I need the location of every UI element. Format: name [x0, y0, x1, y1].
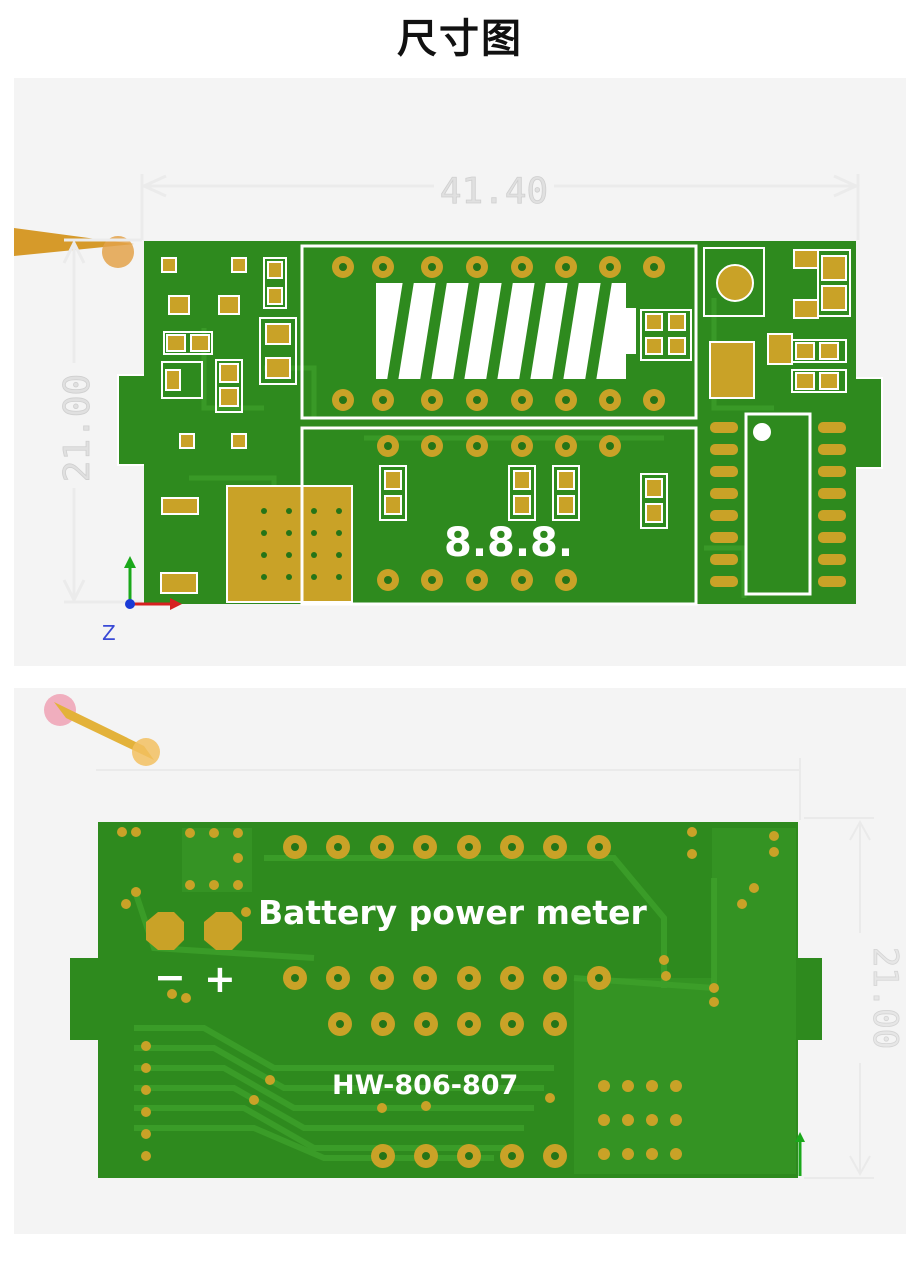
minus-sign: −: [154, 955, 186, 999]
positive-pad: [204, 912, 242, 950]
pcb-bottom: − + Battery power meter HW-806-807: [70, 822, 822, 1178]
top-view-panel: 8.8.8. 41.40 21.00 Z: [14, 78, 906, 666]
top-view-svg: 8.8.8. 41.40 21.00 Z: [14, 171, 883, 645]
axis-triad-icon: [795, 1132, 805, 1176]
bottom-view-panel: 21.00: [14, 688, 906, 1234]
model-number: HW-806-807: [332, 1070, 518, 1101]
page-title: 尺寸图: [397, 16, 523, 62]
height-dimension-label: 21.00: [865, 947, 905, 1049]
display-silk-text: 8.8.8.: [444, 520, 573, 566]
axis-z-label: Z: [102, 621, 116, 645]
width-dimension-label: 41.40: [440, 171, 548, 212]
silk-title: Battery power meter: [258, 893, 647, 932]
dimension-lines: [96, 758, 874, 1179]
bottom-view-svg: 21.00: [44, 694, 905, 1179]
battery-icon: [376, 277, 636, 385]
pcb-top: 8.8.8.: [117, 241, 883, 606]
light-source-icon: [44, 694, 160, 766]
dimension-lines: [62, 174, 860, 604]
plus-sign: +: [204, 957, 236, 1001]
negative-pad: [146, 912, 184, 950]
axis-triad-icon: Z: [102, 556, 182, 645]
height-dimension-label: 21.00: [57, 374, 98, 482]
